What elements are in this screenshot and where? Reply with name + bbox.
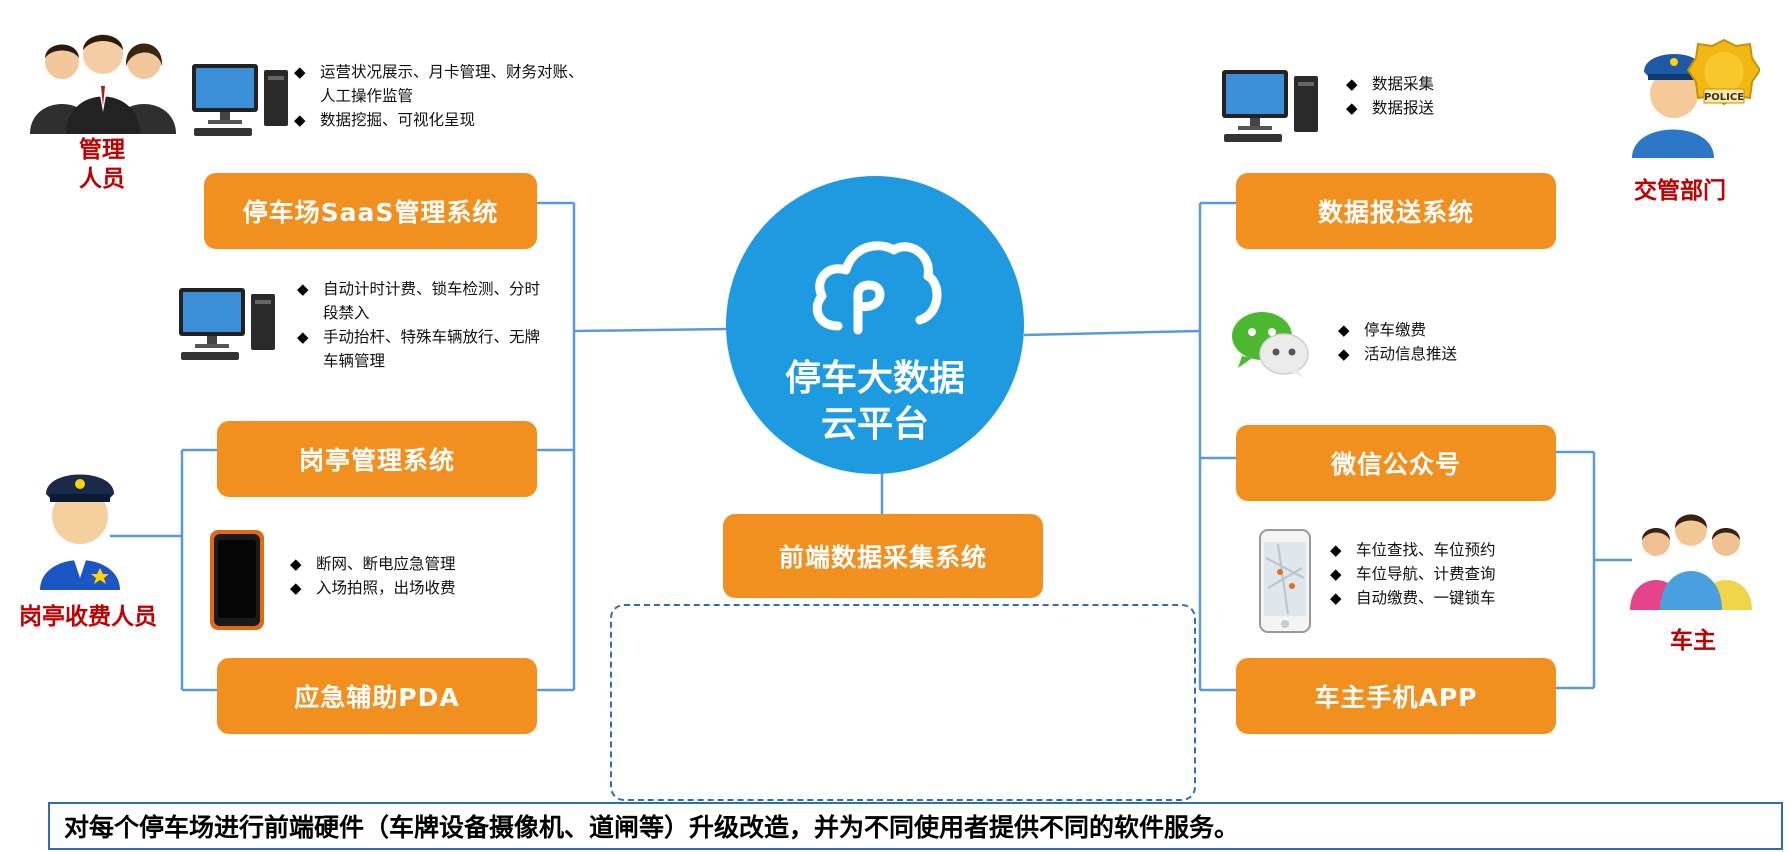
- pda-box[interactable]: 应急辅助PDA: [217, 658, 537, 734]
- list-item: 数据报送: [1344, 96, 1504, 120]
- list-item: 车位导航、计费查询: [1328, 562, 1548, 586]
- summary-bar: 对每个停车场进行前端硬件（车牌设备摄像机、道闸等）升级改造，并为不同使用者提供不…: [48, 802, 1783, 850]
- pda-feature-list: 断网、断电应急管理 入场拍照，出场收费: [288, 552, 528, 600]
- list-item: 停车缴费: [1336, 318, 1536, 342]
- app-feature-list: 车位查找、车位预约 车位导航、计费查询 自动缴费、一键锁车: [1328, 538, 1548, 610]
- car-owner-label: 车主: [1670, 628, 1716, 654]
- saas-feature-list: 运营状况展示、月卡管理、财务对账、人工操作监管 数据挖掘、可视化呈现: [292, 60, 612, 132]
- manager-label: 管理 人员: [79, 137, 125, 192]
- list-item: 运营状况展示、月卡管理、财务对账、人工操作监管: [292, 60, 612, 108]
- list-item: 活动信息推送: [1336, 342, 1536, 366]
- police-officer-icon: POLICE: [1632, 38, 1760, 158]
- list-item: 数据挖掘、可视化呈现: [292, 108, 612, 132]
- list-item: 入场拍照，出场收费: [288, 576, 528, 600]
- list-item: 车位查找、车位预约: [1328, 538, 1548, 562]
- car-owner-app-box[interactable]: 车主手机APP: [1236, 658, 1556, 734]
- list-item: 断网、断电应急管理: [288, 552, 528, 576]
- traffic-dept-label: 交管部门: [1634, 178, 1726, 204]
- desktop-computer-icon: [179, 288, 275, 360]
- booth-staff-icon: [40, 474, 120, 590]
- pda-device-icon: [210, 530, 264, 630]
- hardware-area-dashed: [610, 604, 1196, 801]
- booth-system-box[interactable]: 岗亭管理系统: [217, 421, 537, 497]
- desktop-computer-icon: [1222, 70, 1318, 142]
- list-item: 数据采集: [1344, 72, 1504, 96]
- front-data-collection-box[interactable]: 前端数据采集系统: [723, 514, 1043, 598]
- wechat-feature-list: 停车缴费 活动信息推送: [1336, 318, 1536, 366]
- desktop-computer-icon: [192, 64, 288, 136]
- booth-staff-label: 岗亭收费人员: [19, 604, 157, 630]
- car-owner-group-icon: [1630, 514, 1752, 610]
- wechat-official-box[interactable]: 微信公众号: [1236, 425, 1556, 501]
- data-report-system-box[interactable]: 数据报送系统: [1236, 173, 1556, 249]
- cloud-platform-circle: [726, 176, 1024, 474]
- report-feature-list: 数据采集 数据报送: [1344, 72, 1504, 120]
- smartphone-app-icon: [1259, 529, 1311, 633]
- saas-system-box[interactable]: 停车场SaaS管理系统: [204, 173, 537, 249]
- manager-group-icon: [30, 34, 176, 134]
- platform-title: 停车大数据 云平台: [784, 358, 965, 445]
- cloud-icon: [812, 241, 942, 335]
- wechat-icon: [1232, 312, 1309, 378]
- list-item: 自动缴费、一键锁车: [1328, 586, 1548, 610]
- badge-text: POLICE: [1704, 92, 1744, 103]
